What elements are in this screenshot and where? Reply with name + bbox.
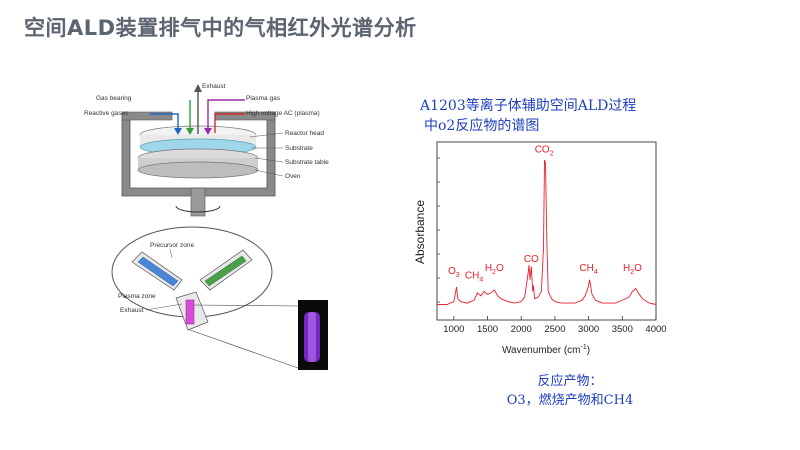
spectrum-line — [437, 159, 657, 305]
spectrum-title-line2: 中o2反应物的谱图 — [424, 118, 540, 134]
high-voltage-line — [214, 113, 245, 133]
label-plasma-gas: Plasma gas — [246, 95, 281, 102]
reactive-arrow — [174, 128, 182, 135]
spectrum-title-line1: A1203等离子体辅助空间ALD过程 — [420, 98, 637, 114]
label-reactor-head: Reactor head — [285, 130, 324, 137]
label-exhaust-bottom: Exhaust — [120, 307, 144, 314]
x-tick-label: 2500 — [544, 324, 565, 335]
peak-annotation: CO2 — [535, 145, 554, 158]
peak-annotation: H2O — [485, 263, 504, 276]
spectrum-caption: 反应产物： O3，燃烧产物和CH4 — [470, 372, 670, 410]
x-tick-label: 4000 — [645, 324, 666, 335]
x-tick-label: 1000 — [443, 324, 464, 335]
chamber-top-left — [121, 111, 173, 121]
plot-frame — [436, 141, 657, 321]
precursor-zone-left — [131, 251, 183, 291]
x-tick-label: 3500 — [612, 324, 633, 335]
x-tick-label: 2000 — [511, 324, 532, 335]
spectrum-title: A1203等离子体辅助空间ALD过程 中o2反应物的谱图 — [420, 96, 636, 136]
y-axis-label: Absorbance — [413, 200, 427, 264]
x-tick-label: 1500 — [477, 324, 498, 335]
peak-annotation: O3 — [448, 266, 460, 279]
page-title: 空间ALD装置排气中的气相红外光谱分析 — [24, 16, 417, 40]
label-gas-bearing: Gas bearing — [96, 95, 132, 102]
label-plasma-zone: Plasma zone — [118, 293, 156, 300]
caption-line1: 反应产物： — [537, 374, 603, 389]
peak-annotation: CH4 — [465, 270, 483, 283]
reactive-line — [150, 113, 179, 133]
zoom-leader-top — [193, 304, 299, 307]
peak-annotation: H2O — [623, 263, 642, 276]
plasma-gas-arrow — [204, 128, 212, 135]
plasma-zone — [175, 291, 209, 331]
gas-bearing-arrow — [186, 128, 194, 135]
peak-annotation: CH4 — [579, 263, 597, 276]
peak-annotation: CO — [524, 254, 539, 265]
oven-bottom — [137, 161, 259, 179]
x-tick-label: 3000 — [578, 324, 599, 335]
caption-line2: O3，燃烧产物和CH4 — [506, 393, 634, 408]
label-substrate-table: Substrate table — [285, 159, 329, 166]
label-precursor-zone: Precursor zone — [150, 242, 194, 249]
rotation-arrow — [175, 205, 221, 213]
rotation-shaft — [190, 187, 206, 217]
label-high-voltage: High voltage AC (plasma) — [246, 110, 320, 117]
plasma-gas-line — [207, 99, 245, 133]
label-exhaust-top: Exhaust — [202, 83, 226, 90]
label-reactive-gases: Reactive gases — [84, 110, 129, 117]
label-oven: Oven — [285, 173, 301, 180]
label-substrate: Substrate — [285, 145, 313, 152]
zoom-leader-bottom — [189, 329, 299, 369]
precursor-zone-right — [199, 249, 253, 291]
x-axis-label: Wavenumber (cm-1) — [502, 344, 590, 356]
exhaust-arrow — [194, 84, 202, 92]
